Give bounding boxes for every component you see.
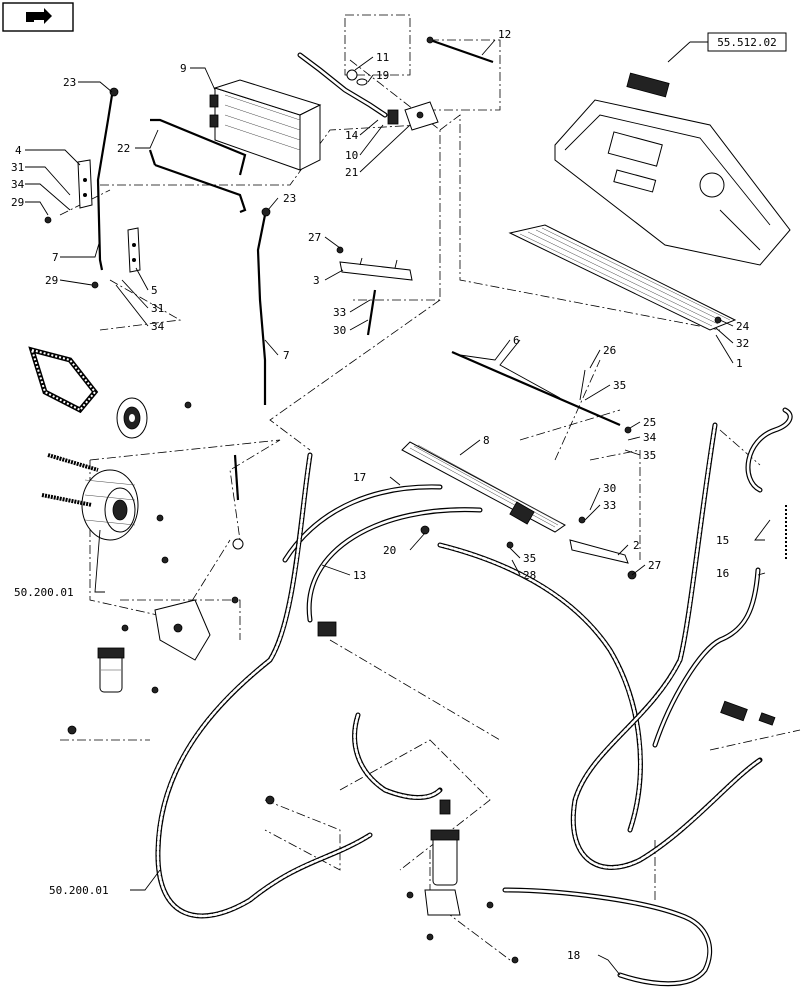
rod-30 (366, 289, 377, 336)
callout-3: 3 (313, 274, 320, 287)
callout-9: 9 (180, 62, 187, 75)
callout-34: 34 (11, 178, 25, 191)
drain-tube-left (96, 94, 114, 271)
callout-23: 23 (283, 192, 296, 205)
callout-29: 29 (11, 196, 24, 209)
callout-11: 11 (376, 51, 389, 64)
callout-31: 31 (11, 161, 24, 174)
callout-22: 22 (117, 142, 130, 155)
hose-loop-right (570, 422, 763, 870)
grille-1 (508, 224, 737, 331)
water-valve (387, 101, 439, 131)
callout-5: 5 (151, 284, 158, 297)
reference-label: 55.512.02 (717, 36, 777, 49)
bracket-4 (77, 159, 93, 209)
callout-35: 35 (523, 552, 536, 565)
callout-28: 28 (523, 569, 536, 582)
callout-7: 7 (52, 251, 59, 264)
callout-17: 17 (353, 471, 366, 484)
hose-small (352, 712, 443, 800)
callout-numbers: 23 9 22 4 31 34 29 7 29 5 31 34 23 7 27 … (11, 28, 750, 962)
strip-6 (451, 350, 621, 427)
bracket-2 (569, 539, 629, 564)
callout-4: 4 (15, 144, 22, 157)
condenser (401, 441, 566, 533)
callout-18: 18 (567, 949, 580, 962)
compressor (81, 469, 139, 541)
compressor-bracket (154, 454, 244, 661)
callout-8: 8 (483, 434, 490, 447)
hose-center (437, 542, 643, 833)
return-arrow-icon (26, 8, 52, 24)
hose-15 (745, 407, 793, 493)
callout-15: 15 (716, 534, 729, 547)
callout-35: 35 (613, 379, 626, 392)
bracket-5 (127, 227, 141, 273)
callout-27: 27 (648, 559, 661, 572)
callout-30: 30 (333, 324, 346, 337)
callout-19: 19 (376, 69, 389, 82)
callout-12: 12 (498, 28, 511, 41)
callout-21: 21 (345, 166, 358, 179)
return-arrow-button[interactable] (2, 2, 74, 32)
accumulator-left (97, 647, 125, 693)
callout-33: 33 (333, 306, 346, 319)
rod-26 (579, 369, 586, 401)
callout-34: 34 (151, 320, 165, 333)
heater-tubes (148, 118, 247, 214)
reference-box[interactable]: 55.512.02 (707, 32, 787, 52)
small-fittings (44, 216, 722, 964)
callout-27: 27 (308, 231, 321, 244)
callout-25: 25 (643, 416, 656, 429)
callout-leaders (25, 39, 771, 976)
dash-console (554, 72, 791, 266)
callout-2: 2 (633, 539, 640, 552)
heater-core (209, 79, 322, 171)
callout-7: 7 (283, 349, 290, 362)
callout-33: 33 (603, 499, 616, 512)
hose-17 (282, 484, 443, 563)
callout-1: 1 (736, 357, 743, 370)
callout-31: 31 (151, 302, 164, 315)
valve-hose (297, 52, 388, 118)
tube-12 (426, 36, 494, 64)
callout-35: 35 (643, 449, 656, 462)
callout-10: 10 (345, 149, 358, 162)
receiver-drier (424, 799, 461, 916)
callout-16: 16 (716, 567, 729, 580)
pulley (116, 397, 148, 439)
drain-tube-center (256, 214, 267, 405)
compressor-bolts (41, 453, 169, 564)
drive-belt (28, 346, 99, 414)
hose-loop-left (155, 452, 373, 919)
hose-13 (306, 507, 483, 637)
callout-34: 34 (643, 431, 657, 444)
callout-32: 32 (736, 337, 749, 350)
callout-14: 14 (345, 129, 359, 142)
callout-29: 29 (45, 274, 58, 287)
callout-23: 23 (63, 76, 76, 89)
bracket-3 (339, 257, 413, 281)
callout-6: 6 (513, 334, 520, 347)
callout-26: 26 (603, 344, 616, 357)
hose-18 (502, 887, 713, 987)
callout-20: 20 (383, 544, 396, 557)
callout-30: 30 (603, 482, 616, 495)
hose-16 (652, 567, 761, 748)
callout-13: 13 (353, 569, 366, 582)
reference-50-200-01-lower[interactable]: 50.200.01 (49, 884, 109, 897)
switch-connector (720, 700, 776, 726)
callout-24: 24 (736, 320, 750, 333)
reference-50-200-01-upper[interactable]: 50.200.01 (14, 586, 74, 599)
